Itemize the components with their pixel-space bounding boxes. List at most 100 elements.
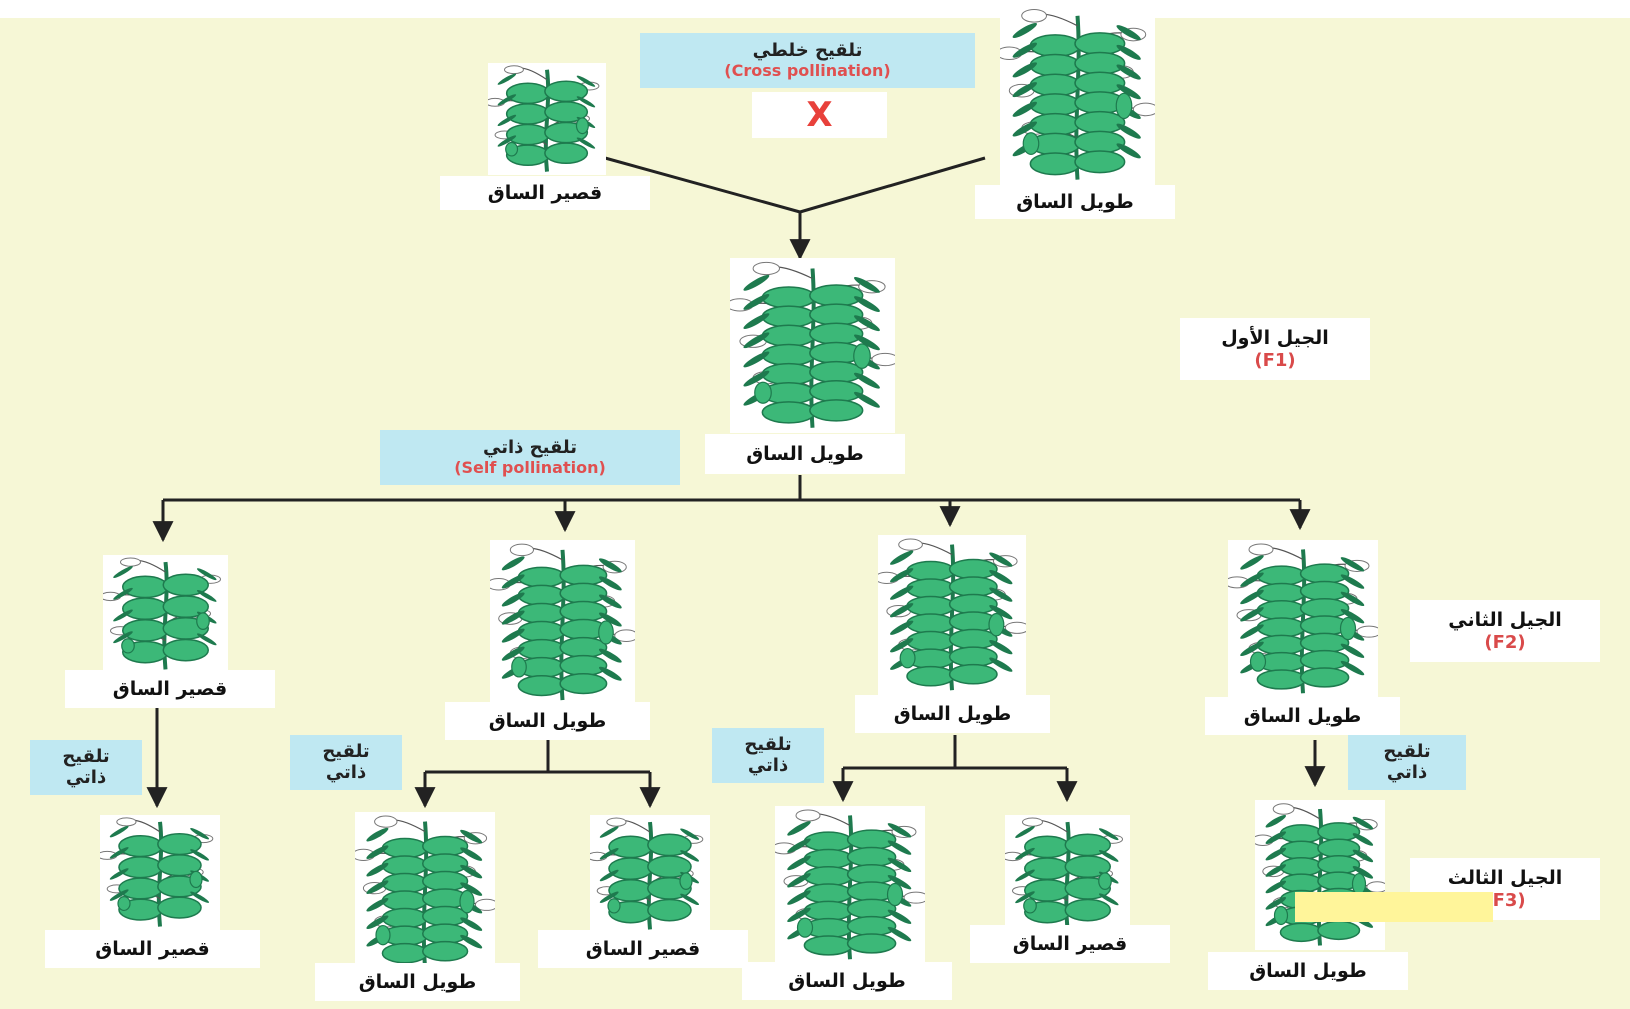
generation-f1-arabic: الجيل الأول [1221,326,1329,349]
plant-leaflet [1352,849,1374,863]
cross-symbol: X [752,92,887,138]
plant-f2-short [103,555,228,673]
plant-leaf [948,663,998,685]
plant-leaflet [501,646,525,661]
plant-leaflet [853,315,880,332]
plant-leaflet [680,893,700,906]
plant-leaf [559,672,608,695]
plant-leaf [422,835,469,857]
plant-leaflet [501,628,525,643]
plant-leaflet [113,587,133,600]
plant-pod [375,924,391,946]
plant-pod [1273,905,1289,926]
plant-leaf [559,654,608,677]
self-pollination-callout-small-4: تلقيح ذاتي [1348,735,1466,790]
plant-flower [504,65,524,75]
plant-leaflet [1240,572,1264,587]
self-pollination-english: (Self pollination) [454,458,606,478]
plant-leaflet [113,566,133,578]
self-pollination-small-line2: ذاتي [65,766,107,788]
plant-leaf [1299,632,1350,654]
plant-pod [459,889,475,914]
generation-label-f2: الجيل الثاني (F2) [1410,600,1600,662]
plant-flower [474,898,495,911]
plant-leaflet [190,827,210,840]
plant-f3-short-1 [100,815,220,930]
plant-leaf [381,907,428,929]
plant-leaf [761,324,816,348]
plant-leaflet [1265,864,1287,877]
plant-leaf [122,597,169,621]
plant-leaflet [1098,849,1119,862]
plant-leaflet [1015,869,1035,882]
label-f3-tall-2: طويل الساق [742,962,952,1000]
plant-leaflet [598,558,622,573]
plant-leaf [846,933,897,954]
plant-leaflet [890,620,914,635]
plant-leaf [122,618,169,642]
plant-leaf [803,883,854,904]
plant-illustration [1005,817,1123,930]
plant-leaf [761,305,816,328]
plant-leaflet [787,855,811,871]
plant-f3-tall-2 [775,806,925,964]
plant-leaf [422,923,469,945]
plant-leaflet [989,552,1013,567]
plant-leaflet [599,869,619,882]
plant-leaf [381,942,428,964]
plant-leaflet [1012,101,1037,117]
plant-leaflet [989,657,1013,672]
plant-leaflet [190,849,210,861]
self-pollination-arabic: تلقيح ذاتي [482,436,578,458]
label-f3-short-1: قصير الساق [45,930,260,968]
plant-leaflet [887,909,912,924]
plant-leaf [1024,878,1071,902]
title-strip [0,0,1630,18]
plant-leaflet [787,907,811,923]
plant-leaf [1074,150,1126,174]
plant-leaflet [1015,847,1035,860]
plant-flower [116,817,137,827]
plant-flower [1272,803,1295,815]
label-f3-short-3: قصير الساق [970,925,1170,963]
plant-illustration [1000,9,1155,180]
self-pollination-small-line1: تلقيح [1383,740,1431,762]
plant-leaflet [598,576,622,591]
plant-leaf [1029,112,1081,136]
plant-leaflet [1352,833,1374,846]
plant-pod [679,872,693,890]
plant-leaflet [599,891,619,903]
plant-leaf [517,584,566,606]
plant-leaflet [460,864,483,879]
parent-short-connector [604,156,801,214]
self-pollination-callout-small-3: تلقيح ذاتي [712,728,824,783]
highlight-marker [1295,892,1493,922]
plant-leaflet [1116,123,1141,139]
plant-leaflet [501,610,525,625]
plant-flower [1022,817,1043,827]
plant-illustration [490,543,635,701]
plant-leaflet [743,274,770,291]
plant-flower [614,629,635,642]
label-f3-tall-3: طويل الساق [1208,952,1408,990]
plant-leaf [559,636,608,659]
cross-pollination-arabic: تلقيح خلطي [752,39,863,61]
self-pollination-small-line2: ذاتي [1386,761,1428,783]
plant-leaflet [1352,866,1374,879]
plant-leaflet [680,850,700,862]
plant-leaf [1317,822,1361,842]
label-f1-tall: طويل الساق [705,434,905,474]
plant-leaf [906,578,956,599]
plant-flower [509,543,534,557]
plant-leaf [948,576,998,597]
plant-leaf [544,142,589,164]
plant-leaf [608,835,653,859]
plant-leaf [846,864,897,885]
plant-pod [1098,872,1112,890]
plant-leaf [948,646,998,668]
plant-leaf [906,613,956,634]
plant-leaf [422,905,469,927]
plant-leaf [1256,634,1307,656]
plant-leaflet [196,633,217,646]
plant-pod [1115,92,1133,120]
